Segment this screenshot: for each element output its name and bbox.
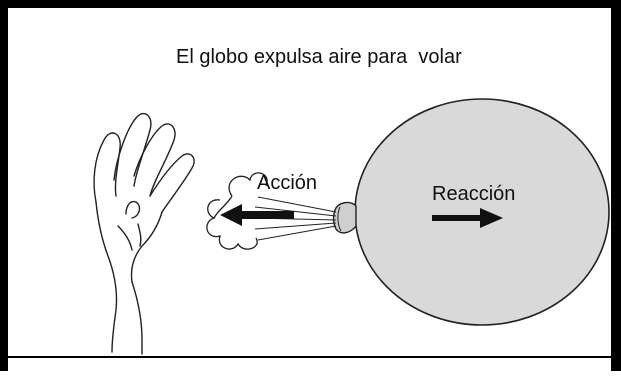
air-stream-lines xyxy=(253,196,337,241)
air-puff-cloud xyxy=(206,172,268,250)
reaction-arrow xyxy=(432,208,503,228)
hand-drawing xyxy=(93,112,195,355)
diagram-title: El globo expulsa aire para volar xyxy=(176,46,462,68)
action-label: Acción xyxy=(257,172,318,194)
reaction-label: Reacción xyxy=(432,183,516,205)
action-arrow xyxy=(220,204,294,226)
balloon-knot xyxy=(332,201,357,234)
